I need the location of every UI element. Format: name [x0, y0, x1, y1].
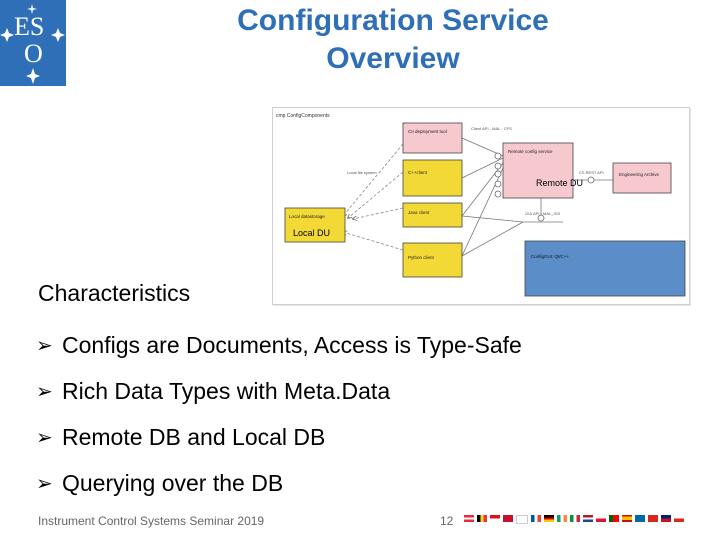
flag-icon [503, 515, 513, 522]
list-item: ➢Rich Data Types with Meta.Data [36, 377, 391, 404]
component-config-gui: ConfigGUI: Qt/C++ [524, 240, 686, 297]
list-item: ➢Configs are Documents, Access is Type-S… [36, 331, 522, 358]
flag-icon [622, 515, 632, 522]
flag-icon [674, 515, 684, 522]
svg-text:ConfigGUI: Qt/C++: ConfigGUI: Qt/C++ [531, 254, 569, 259]
svg-text:C++client: C++client [408, 170, 428, 175]
page-title: Configuration Service Overview [150, 2, 636, 78]
component-local-datastorage: Local datastorage [284, 207, 346, 243]
flag-icon [516, 515, 528, 524]
flag-icon [609, 515, 619, 522]
characteristics-list: ➢Configs are Documents, Access is Type-S… [36, 322, 522, 506]
overlay-local-du: Local DU [293, 228, 330, 238]
flag-icon [490, 515, 500, 522]
flag-icon [596, 515, 606, 522]
member-flags [464, 515, 684, 524]
flag-icon [544, 515, 554, 522]
svg-text:Engineering Archive: Engineering Archive [619, 172, 660, 177]
logo-text-o: O [24, 39, 43, 68]
eso-logo: ES O [0, 0, 66, 86]
title-line-2: Overview [326, 42, 460, 75]
diagram-dependency-lines [343, 143, 404, 251]
flag-icon [531, 515, 541, 522]
component-cpp-client: C++client [402, 159, 463, 197]
label-client-api: Client API - MAL - CFS [471, 126, 512, 131]
logo-text-es: ES [14, 12, 44, 41]
flag-icon [557, 515, 567, 522]
component-engineering-archive: Engineering Archive [612, 162, 672, 194]
arrow-bullet-icon: ➢ [36, 426, 53, 449]
svg-text:Local datastorage: Local datastorage [289, 214, 325, 219]
svg-text:Python client: Python client [408, 255, 435, 260]
label-gui-api: GUI API - MAL_IDS [525, 211, 560, 216]
arrow-bullet-icon: ➢ [36, 472, 53, 495]
flag-icon [464, 515, 474, 522]
svg-text:Remote config service: Remote config service [508, 149, 553, 154]
component-diagram: cmp ConfigComponents C [272, 107, 690, 305]
flag-icon [661, 515, 671, 522]
component-cli: CII deployment tool [402, 122, 463, 154]
logo-star-icon [26, 68, 40, 84]
logo-star-icon [27, 4, 37, 14]
flag-icon [583, 515, 593, 522]
logo-star-icon [51, 28, 65, 42]
characteristics-heading: Characteristics [38, 280, 191, 306]
label-local-fs: Local file system [347, 170, 377, 175]
component-java-client: Java client [402, 202, 463, 228]
arrow-bullet-icon: ➢ [36, 334, 53, 357]
label-cs-rest: CS REST API [579, 170, 604, 175]
flag-icon [635, 515, 645, 522]
component-remote-config: Remote config service [502, 142, 574, 199]
interface-circles [494, 152, 595, 222]
svg-text:Java client: Java client [408, 210, 430, 215]
flag-icon [477, 515, 487, 522]
footer-text: Instrument Control Systems Seminar 2019 [38, 514, 265, 528]
arrow-bullet-icon: ➢ [36, 380, 53, 403]
svg-text:CII deployment tool: CII deployment tool [408, 129, 447, 134]
overlay-remote-du: Remote DU [536, 178, 583, 188]
flag-icon [648, 515, 658, 522]
diagram-frame-label: cmp ConfigComponents [276, 113, 330, 119]
logo-star-icon [0, 28, 14, 42]
title-line-1: Configuration Service [237, 4, 549, 37]
list-item: ➢Remote DB and Local DB [36, 423, 326, 450]
flag-icon [570, 515, 580, 522]
component-python-client: Python client [402, 242, 463, 278]
list-item: ➢Querying over the DB [36, 469, 284, 496]
page-number: 12 [440, 514, 454, 528]
